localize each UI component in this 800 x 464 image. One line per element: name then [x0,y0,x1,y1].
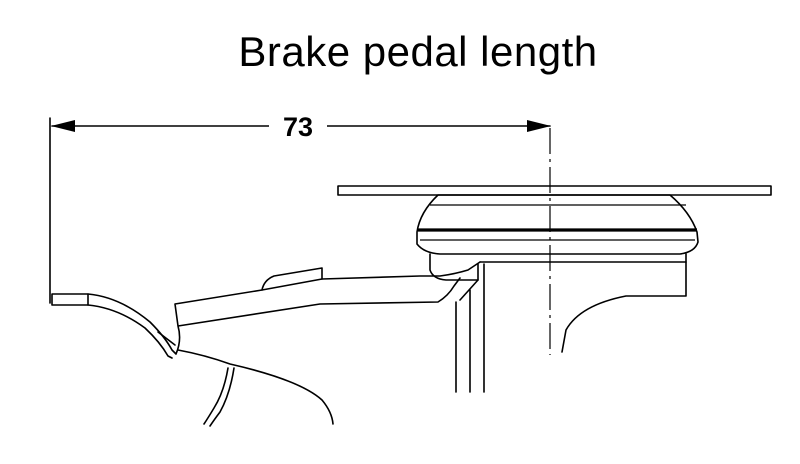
pedal-rubber-cap [416,194,699,255]
brake-cable [203,367,235,427]
dimension-value-label: 73 [269,110,327,144]
dimension-arrow-right [527,120,551,132]
diagram-title: Brake pedal length [238,28,598,75]
lever-lower-body [177,349,334,425]
pedal-lever [51,261,481,359]
pedal-pad-plate [337,185,772,196]
lever-joint-line-2 [157,331,176,346]
pedal-housing [429,253,687,353]
pedal-shaft [455,263,485,393]
lever-tab [261,267,323,291]
dimension-arrow-left [51,120,75,132]
